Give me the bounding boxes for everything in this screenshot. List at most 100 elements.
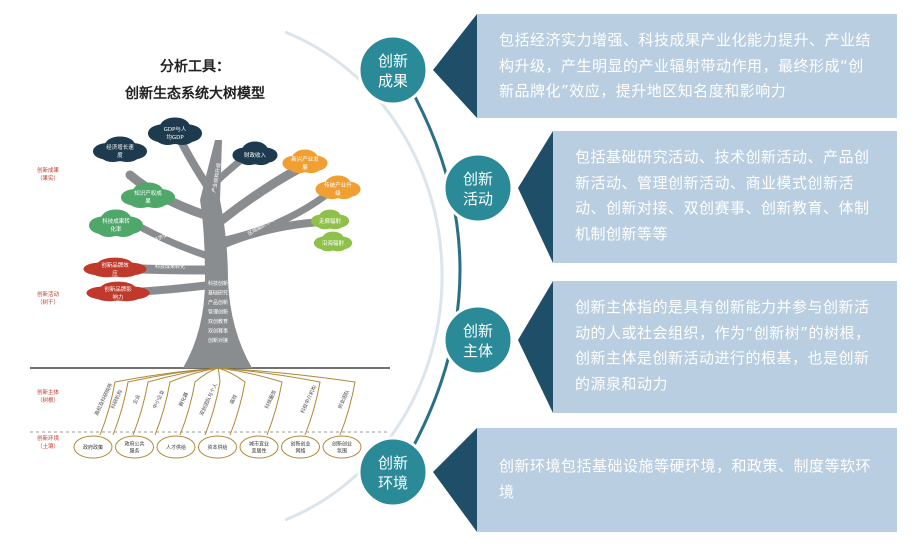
fruit-gdp-lobe xyxy=(156,119,194,145)
panel-text-activities: 包括基础研究活动、技术创新活动、产品创新活动、管理创新活动、商业模式创新活动、创… xyxy=(575,148,870,243)
fruit-coastal: 沿海辐射 xyxy=(313,231,353,252)
soil-ellipse xyxy=(198,435,237,459)
root-line xyxy=(179,367,219,436)
root-line xyxy=(132,367,219,436)
root-label: 科技中介机构 xyxy=(299,384,318,414)
panel-pointer-1 xyxy=(518,131,553,263)
stage-label-line2: 成果 xyxy=(378,72,408,90)
panel-pointer-2 xyxy=(518,281,553,413)
panel-pointer-0 xyxy=(433,14,477,118)
panel-text-subjects: 创新主体指的是具有创新能力并参与创新活动的人或社会组织，作为“创新树”的树根，创… xyxy=(575,298,871,393)
fruit-tech-transfer-label: 科技成果转 xyxy=(102,217,130,225)
fruit-tech-transfer-lobe xyxy=(97,211,135,237)
fruit-brand-influence-label: 响力 xyxy=(112,293,123,301)
soil-label: 城市宜业 xyxy=(249,441,269,448)
fruit-traditional-label: 传统产业升 xyxy=(324,181,352,189)
soil-ellipse xyxy=(156,435,196,459)
fruit-corridor-lobe xyxy=(316,211,344,229)
soil-label: 政府公共 xyxy=(124,441,144,448)
trunk-label: 管理创新 xyxy=(208,309,228,316)
title-block: 分析工具： 创新生态系统大树模型 xyxy=(100,54,290,108)
fruit-brand-influence-lobe xyxy=(95,283,141,301)
fruit-brand-influence-label: 创新品牌影 xyxy=(104,285,132,293)
side-label-sub: （土壤） xyxy=(37,442,59,450)
soil-label: 资本供给 xyxy=(207,444,227,451)
stage-label-line1: 创新 xyxy=(463,170,493,188)
fruit-corridor-label: 走廊辐射 xyxy=(319,217,342,225)
trunk-label: 基础研究 xyxy=(208,290,228,297)
trunk-label: 双创赛事 xyxy=(208,328,228,335)
fruit-tech-transfer-label: 化率 xyxy=(110,225,122,233)
stage-circle-disc xyxy=(357,436,429,508)
stage-label-line2: 主体 xyxy=(463,342,493,360)
stage-label-line1: 创新 xyxy=(378,52,408,70)
arc-connector xyxy=(398,69,462,471)
stage-label-line2: 活动 xyxy=(463,190,493,208)
soil-label: 创新创业 xyxy=(332,441,352,448)
soil-label: 政府政策 xyxy=(83,444,103,451)
soil-label: 宜居性 xyxy=(251,448,266,455)
side-label: 创新活动 xyxy=(37,290,60,298)
soil-ellipse xyxy=(115,435,154,459)
fruit-traditional-lobe xyxy=(322,177,354,199)
soil-label: 创新创业 xyxy=(290,441,310,448)
fruit-brand-effect-label: 创新品牌效 xyxy=(101,261,129,269)
trunk-label: 科技创新 xyxy=(208,280,228,287)
fruit-corridor: 走廊辐射 xyxy=(310,209,350,230)
fruit-coastal-label: 沿海辐射 xyxy=(322,239,345,247)
soil-ellipse xyxy=(281,435,320,459)
root-line xyxy=(217,367,356,436)
side-label-sub: （果实） xyxy=(37,174,59,182)
fruit-revenue-lobe xyxy=(239,143,271,165)
panel-text-environment: 创新环境包括基础设施等硬环境，和政策、制度等软环境 xyxy=(499,457,872,501)
fruit-revenue: 财政收入 xyxy=(232,141,278,166)
soil-label: 氛围 xyxy=(337,448,347,455)
trunk xyxy=(183,140,252,368)
side-label-sub: （树干） xyxy=(37,298,59,306)
root-line xyxy=(154,367,219,436)
trunk-label: 创新对接 xyxy=(208,337,228,344)
stage-circle-3: 创新环境 xyxy=(357,436,429,508)
panel-innovation-subjects: 创新主体指的是具有创新能力并参与创新活动的人或社会组织，作为“创新树”的树根，创… xyxy=(553,281,897,413)
side-label: 创新成果 xyxy=(37,166,60,174)
stage-label-line1: 创新 xyxy=(378,454,408,472)
fruit-coastal-lobe xyxy=(319,233,347,251)
fruit-ip-label: 果 xyxy=(145,198,151,205)
soil-label: 人才供给 xyxy=(166,444,186,451)
stage-circle-1: 创新活动 xyxy=(442,152,514,224)
branch-label: 科技成果转化 xyxy=(155,263,185,270)
panel-innovation-environment: 创新环境包括基础设施等硬环境，和政策、制度等软环境 xyxy=(477,428,897,532)
fruit-ip-label: 知识产权成 xyxy=(134,189,162,197)
fruit-growth-label: 经济增长速 xyxy=(106,143,134,151)
stage-circle-disc xyxy=(442,152,514,224)
fruit-traditional-label: 级 xyxy=(335,189,341,197)
soil-ellipse xyxy=(239,435,279,459)
trunk-label: 双创教育 xyxy=(208,318,228,325)
branch xyxy=(217,163,305,225)
title-line1: 分析工具： xyxy=(160,59,230,75)
panel-pointer-3 xyxy=(433,428,477,532)
tree-model: GDP与人均GDP经济增长速度财政收入知识产权成果科技成果转化率新兴产业发展传统… xyxy=(30,117,390,459)
fruit-emerging-label: 新兴产业发 xyxy=(291,155,319,163)
fruit-growth-lobe xyxy=(101,138,139,162)
soil-ellipse xyxy=(73,435,113,459)
stage-label-line1: 创新 xyxy=(463,322,493,340)
root-label: 企业 xyxy=(131,393,142,405)
fruit-revenue-label: 财政收入 xyxy=(244,151,267,159)
fruit-gdp-label: 均GDP xyxy=(166,133,184,141)
root-label: 孵化器 xyxy=(177,391,190,408)
root-label: 高校 xyxy=(228,393,239,405)
soil-label: 网络 xyxy=(295,448,305,455)
root-label: 创业团队 xyxy=(336,389,351,410)
root-label: 中小企业 xyxy=(151,389,166,410)
